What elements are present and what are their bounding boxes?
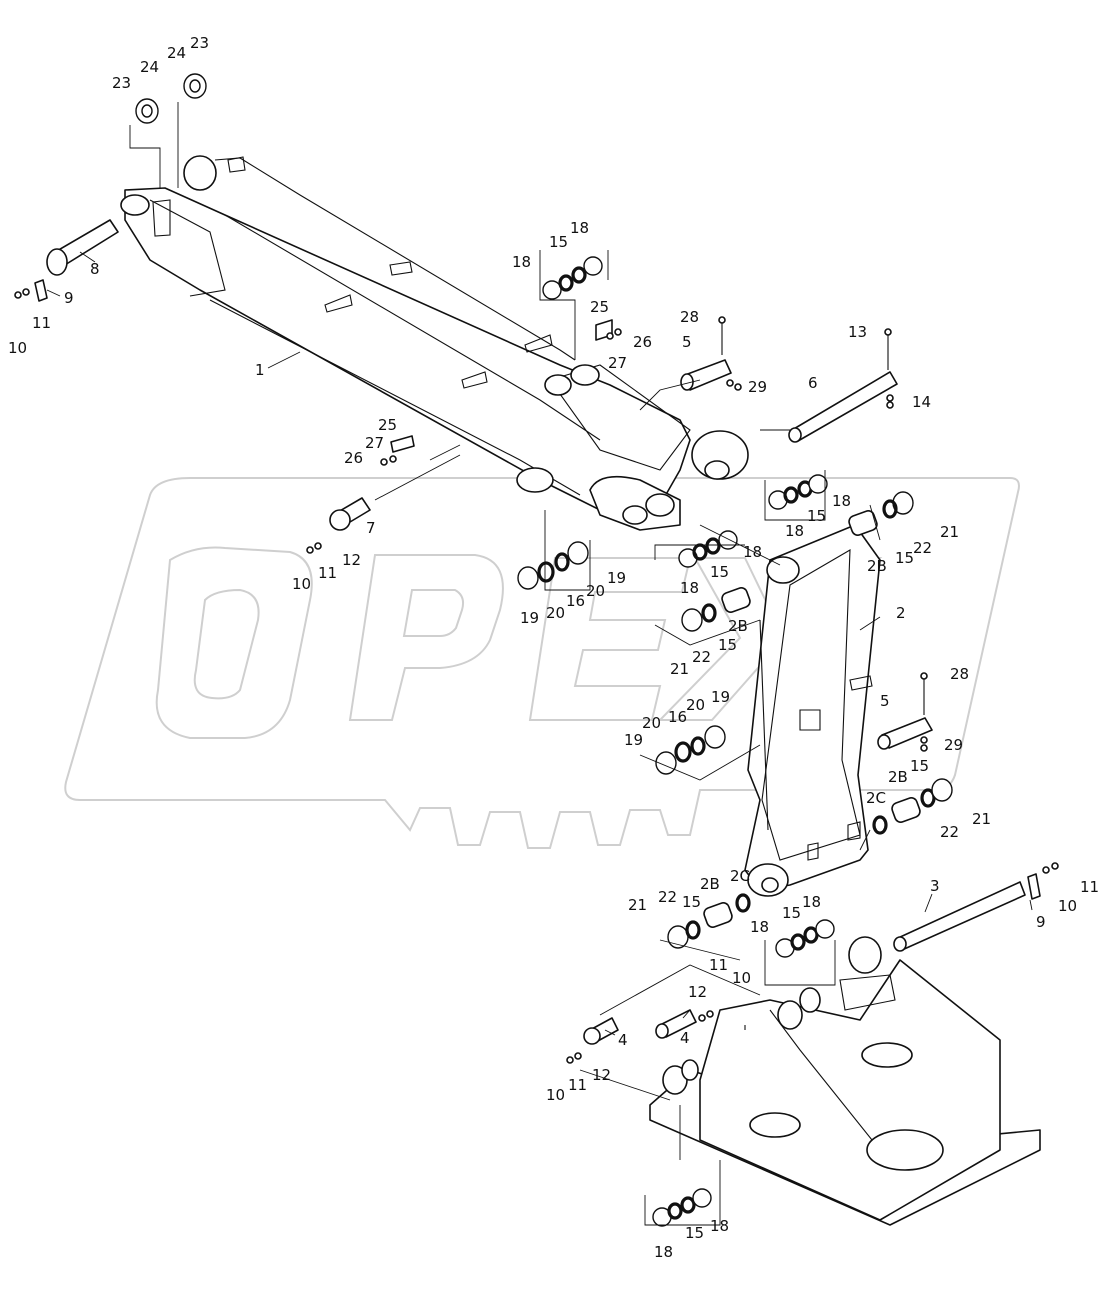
callout-18: 18 — [680, 579, 699, 597]
callout-26: 26 — [633, 333, 652, 351]
callout-11: 11 — [318, 564, 337, 582]
callout-28: 28 — [950, 665, 969, 683]
callout-25: 25 — [590, 298, 609, 316]
callout-14: 14 — [912, 393, 931, 411]
callout-20: 20 — [546, 604, 565, 622]
callout-21: 21 — [940, 523, 959, 541]
callout-2C: 2C — [866, 789, 886, 807]
base-bracket — [649, 936, 1041, 1226]
callout-15: 15 — [710, 563, 729, 581]
callout-25: 25 — [378, 416, 397, 434]
callout-18: 18 — [710, 1217, 729, 1235]
callout-29: 29 — [748, 378, 767, 396]
pins — [46, 219, 1026, 1045]
callout-3: 3 — [930, 877, 940, 895]
callout-15: 15 — [782, 904, 801, 922]
callout-10: 10 — [732, 969, 751, 987]
boom-part-2 — [744, 524, 881, 897]
callout-24: 24 — [167, 44, 186, 62]
callout-20: 20 — [686, 696, 705, 714]
callout-15: 15 — [549, 233, 568, 251]
callout-15: 15 — [807, 507, 826, 525]
callout-12: 12 — [688, 983, 707, 1001]
callout-19: 19 — [520, 609, 539, 627]
callout-11: 11 — [32, 314, 51, 332]
callout-9: 9 — [1036, 913, 1046, 931]
callout-23: 23 — [190, 34, 209, 52]
callout-9: 9 — [64, 289, 74, 307]
rings-and-washers — [135, 73, 953, 1227]
leader-lines — [46, 102, 1033, 1226]
callout-12: 12 — [592, 1066, 611, 1084]
callout-15: 15 — [685, 1224, 704, 1242]
callout-12: 12 — [342, 551, 361, 569]
callout-19: 19 — [711, 688, 730, 706]
callout-15: 15 — [718, 636, 737, 654]
callout-6: 6 — [808, 374, 818, 392]
arm-part-1 — [120, 155, 749, 531]
callout-4: 4 — [618, 1031, 628, 1049]
callout-18: 18 — [512, 253, 531, 271]
callout-20: 20 — [586, 582, 605, 600]
callout-19: 19 — [624, 731, 643, 749]
callout-29: 29 — [944, 736, 963, 754]
callout-11: 11 — [1080, 878, 1099, 896]
callout-21: 21 — [972, 810, 991, 828]
callout-21: 21 — [670, 660, 689, 678]
callout-22: 22 — [658, 888, 677, 906]
callout-2C: 2C — [730, 867, 750, 885]
callout-1: 1 — [255, 361, 265, 379]
callout-18: 18 — [785, 522, 804, 540]
callout-13: 13 — [848, 323, 867, 341]
callout-2B: 2B — [700, 875, 720, 893]
callout-22: 22 — [692, 648, 711, 666]
callout-26: 26 — [344, 449, 363, 467]
callout-4: 4 — [680, 1029, 690, 1047]
callout-21: 21 — [628, 896, 647, 914]
callout-2: 2 — [896, 604, 906, 622]
callout-10: 10 — [292, 575, 311, 593]
callout-16: 16 — [566, 592, 585, 610]
callout-10: 10 — [8, 339, 27, 357]
callout-18: 18 — [832, 492, 851, 510]
callout-22: 22 — [940, 823, 959, 841]
callout-24: 24 — [140, 58, 159, 76]
callout-18: 18 — [743, 543, 762, 561]
callout-8: 8 — [90, 260, 100, 278]
callout-23: 23 — [112, 74, 131, 92]
fasteners — [14, 279, 1059, 1064]
bushings — [703, 510, 921, 928]
callout-22: 22 — [913, 539, 932, 557]
pin-3 — [897, 881, 1026, 951]
callout-19: 19 — [607, 569, 626, 587]
callout-10: 10 — [1058, 897, 1077, 915]
plate-9a — [34, 279, 48, 302]
plate-25b — [390, 435, 415, 453]
callout-10: 10 — [546, 1086, 565, 1104]
callout-28: 28 — [680, 308, 699, 326]
callout-15: 15 — [895, 549, 914, 567]
callout-2B: 2B — [888, 768, 908, 786]
callout-2B: 2B — [867, 557, 887, 575]
callout-15: 15 — [910, 757, 929, 775]
callout-11: 11 — [568, 1076, 587, 1094]
callout-18: 18 — [570, 219, 589, 237]
callout-18: 18 — [750, 918, 769, 936]
plate-9b — [1027, 873, 1041, 900]
callout-11: 11 — [709, 956, 728, 974]
callout-2B: 2B — [728, 617, 748, 635]
callout-18: 18 — [802, 893, 821, 911]
callout-27: 27 — [608, 354, 627, 372]
callout-27: 27 — [365, 434, 384, 452]
callout-20: 20 — [642, 714, 661, 732]
callout-15: 15 — [682, 893, 701, 911]
callout-18: 18 — [654, 1243, 673, 1261]
callout-labels: 23 24 24 23 8 9 11 10 1 18 15 18 25 26 2… — [8, 34, 1099, 1261]
callout-5: 5 — [880, 692, 890, 710]
callout-7: 7 — [366, 519, 376, 537]
callout-5: 5 — [682, 333, 692, 351]
callout-16: 16 — [668, 708, 687, 726]
